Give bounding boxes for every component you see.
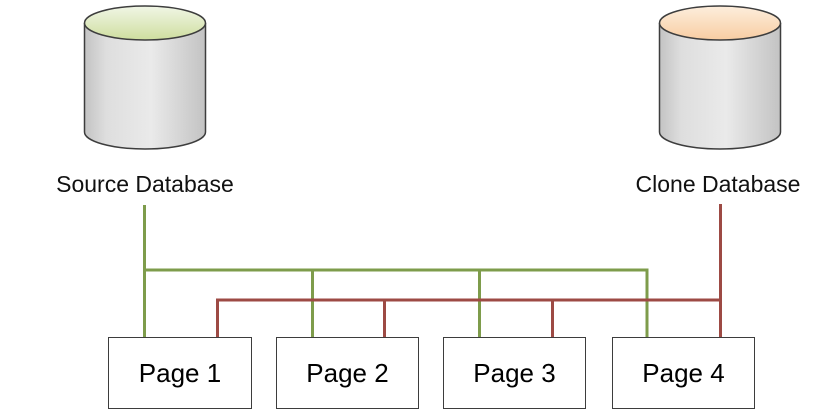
source-database-icon xyxy=(83,5,207,150)
cylinder-body xyxy=(83,23,207,150)
clone-horizontal-line xyxy=(216,298,720,339)
clone-database-icon xyxy=(658,5,782,150)
clone-database-label: Clone Database xyxy=(635,171,801,197)
source-database-label: Source Database xyxy=(56,171,234,197)
page-4-box: Page 4 xyxy=(612,337,755,409)
page-3-box: Page 3 xyxy=(443,337,586,409)
page-1-box: Page 1 xyxy=(108,337,252,409)
clone-connector-lines xyxy=(216,204,722,339)
page-1-label: Page 1 xyxy=(138,357,222,388)
cylinder-top xyxy=(83,5,207,41)
page-3-label: Page 3 xyxy=(473,357,556,388)
cylinder-body xyxy=(658,23,782,150)
page-2-box: Page 2 xyxy=(276,337,419,409)
page-2-label: Page 2 xyxy=(306,357,389,388)
source-horizontal-line xyxy=(146,268,649,339)
cylinder-top xyxy=(658,5,782,41)
page-4-label: Page 4 xyxy=(642,357,725,388)
source-connector-lines xyxy=(143,205,649,339)
